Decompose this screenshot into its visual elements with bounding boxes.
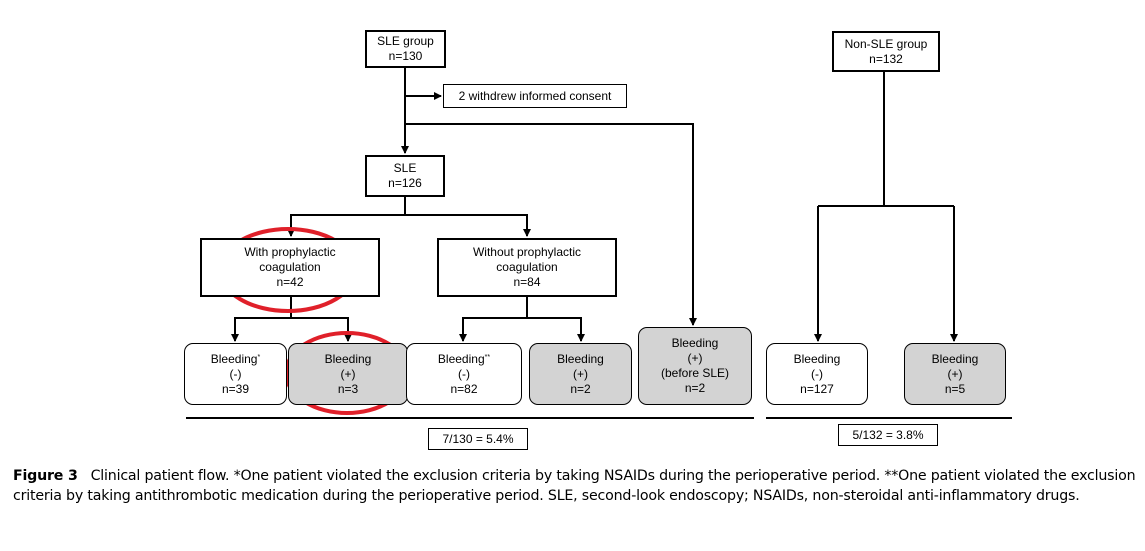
sle-group-title: SLE group: [377, 34, 434, 48]
sle-group-box: SLE group n=130: [365, 30, 446, 68]
outcome-bleeding-neg-with: Bleeding* (-) n=39: [184, 343, 287, 405]
outcome-count: n=82: [450, 381, 478, 396]
double-asterisk-mark: **: [484, 353, 491, 361]
non-sle-group-title: Non-SLE group: [844, 36, 928, 51]
outcome-sign: (-): [229, 366, 242, 381]
non-sle-total-text: 5/132 = 3.8%: [852, 427, 924, 442]
non-sle-group-box: Non-SLE group n=132: [832, 31, 940, 72]
with-prophylactic-count: n=42: [276, 275, 304, 289]
with-prophylactic-line2: coagulation: [259, 260, 321, 274]
without-prophylactic-line2: coagulation: [496, 260, 558, 274]
outcome-title: Bleeding: [557, 351, 604, 366]
outcome-count: n=39: [221, 381, 250, 396]
outcome-count: n=2: [684, 381, 706, 395]
with-prophylactic-line1: With prophylactic: [244, 245, 336, 259]
sle-group-count: n=130: [388, 49, 423, 63]
outcome-sign: (+): [573, 366, 588, 381]
outcome-title: Bleeding: [793, 351, 841, 366]
sle-title: SLE: [393, 161, 417, 175]
outcome-sign: (+): [340, 366, 356, 381]
outcome-count: n=2: [570, 381, 591, 396]
figure-caption-text: Clinical patient flow. *One patient viol…: [13, 468, 1136, 504]
outcome-title: Bleeding: [210, 351, 258, 366]
outcome-title: Bleeding: [324, 351, 372, 366]
arrow-to-before-sle: [405, 123, 697, 326]
outcome-sign: (+): [687, 351, 703, 365]
outcome-count: n=5: [944, 381, 966, 396]
outcome-count: n=127: [800, 381, 834, 396]
outcome-bleeding-neg-without: Bleeding** (-) n=82: [406, 343, 522, 405]
withdrew-text: 2 withdrew informed consent: [458, 88, 612, 103]
outcome-bleeding-neg-non-sle: Bleeding (-) n=127: [766, 343, 868, 405]
outcome-sign: (-): [458, 366, 470, 381]
outcome-bleeding-pos-non-sle: Bleeding (+) n=5: [904, 343, 1006, 405]
outcome-bleeding-before-sle: Bleeding (+) (before SLE) n=2: [638, 327, 752, 405]
outcome-bleeding-pos-with: Bleeding (+) n=3: [288, 343, 408, 405]
connector-without-branches: [462, 317, 582, 339]
non-sle-group-count: n=132: [869, 51, 903, 66]
without-prophylactic-line1: Without prophylactic: [472, 245, 582, 259]
outcome-count: n=3: [337, 381, 359, 396]
outcome-title: Bleeding: [437, 351, 485, 366]
withdrew-box: 2 withdrew informed consent: [443, 84, 627, 108]
asterisk-mark: *: [257, 353, 261, 361]
outcome-note: (before SLE): [660, 366, 730, 380]
without-prophylactic-box: Without prophylactic coagulation n=84: [437, 238, 617, 297]
with-prophylactic-box: With prophylactic coagulation n=42: [200, 238, 380, 297]
outcome-title: Bleeding: [671, 336, 719, 350]
sle-box: SLE n=126: [365, 155, 445, 197]
outcome-sign: (-): [811, 366, 823, 381]
sle-total-box: 7/130 = 5.4%: [428, 428, 528, 450]
figure-caption: Figure 3 Clinical patient flow. *One pat…: [13, 466, 1138, 506]
outcome-bleeding-pos-without: Bleeding (+) n=2: [529, 343, 632, 405]
outcome-sign: (+): [947, 366, 963, 381]
figure-label: Figure 3: [13, 468, 78, 484]
without-prophylactic-count: n=84: [513, 275, 541, 289]
outcome-title: Bleeding: [931, 351, 979, 366]
connector-prophylaxis-branches: [290, 214, 531, 237]
non-sle-total-box: 5/132 = 3.8%: [838, 424, 938, 446]
sle-count: n=126: [388, 176, 422, 190]
sle-total-text: 7/130 = 5.4%: [442, 431, 514, 446]
